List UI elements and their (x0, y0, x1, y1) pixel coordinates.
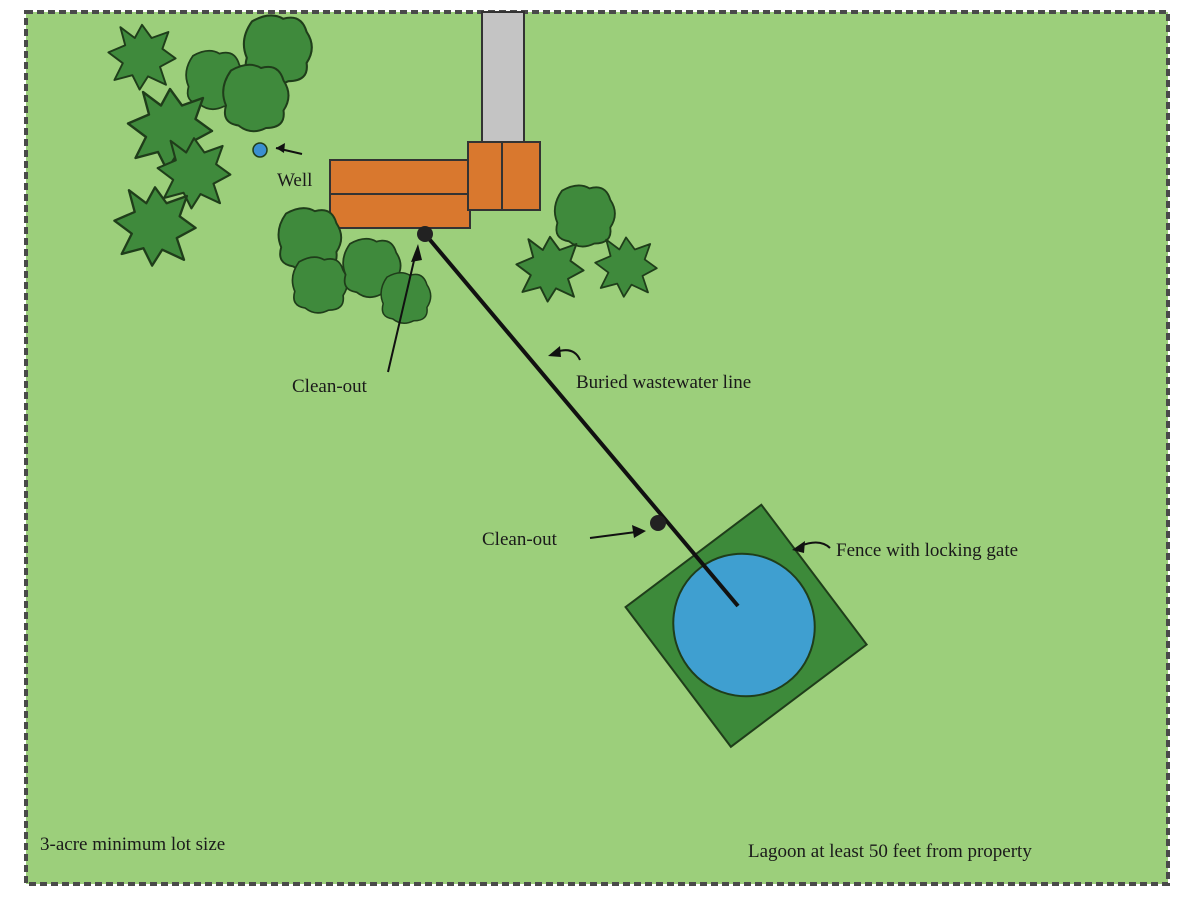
setback-label: Lagoon at least 50 feet from property (748, 841, 1032, 862)
cleanout-lagoon-label: Clean-out (482, 529, 558, 550)
cleanout-house-label: Clean-out (292, 376, 368, 397)
buried-wastewater-line (423, 232, 740, 608)
driveway (481, 11, 525, 145)
arrow-icon (387, 251, 417, 373)
fence-label: Fence with locking gate (836, 540, 1018, 561)
well-label: Well (277, 170, 312, 191)
cleanout-icon (650, 515, 666, 531)
cleanout-icon (417, 226, 433, 242)
well-icon (252, 142, 268, 158)
lagoon (672, 552, 816, 698)
lot-size-label: 3-acre minimum lot size (40, 834, 225, 855)
property-line (24, 10, 1170, 886)
house (329, 141, 541, 229)
arrow-icon (589, 531, 637, 539)
buried-line-label: Buried wastewater line (576, 372, 751, 393)
